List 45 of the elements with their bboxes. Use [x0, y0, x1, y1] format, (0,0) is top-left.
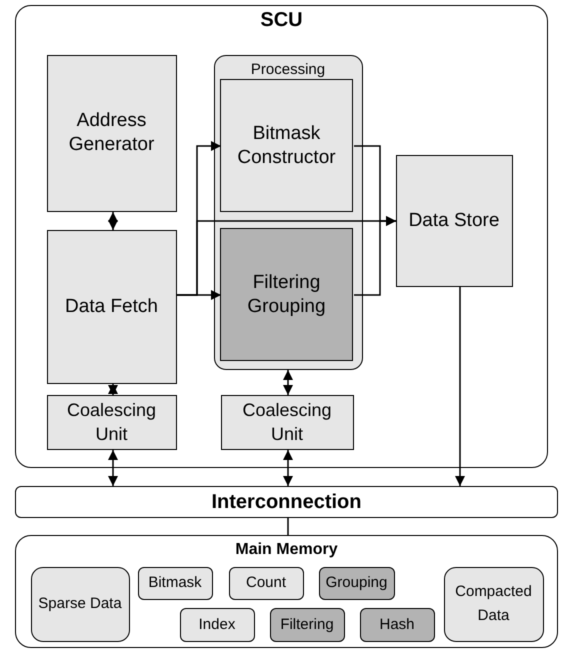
data-block: [318, 566, 394, 600]
node-label: Filtering: [280, 614, 334, 634]
module-box: [46, 394, 176, 450]
connector-arrow: [108, 212, 118, 230]
node-label: Grouping: [326, 573, 388, 593]
interconnect-bar: [15, 486, 558, 518]
node-label: Bitmask: [148, 573, 202, 593]
node-label: Coalescing Unit: [66, 399, 158, 446]
data-block: [180, 608, 254, 642]
data-block: [228, 566, 304, 600]
module-box: [396, 154, 512, 286]
node-label: Bitmask Constructor: [236, 122, 337, 170]
connector-arrow: [283, 450, 293, 486]
node-label: Processing: [250, 60, 326, 80]
connector-arrow: [283, 370, 293, 395]
module-box: [46, 230, 176, 384]
module-box: [46, 54, 176, 212]
connector-arrow: [108, 384, 118, 395]
memory-container: [15, 535, 558, 648]
node-label: Interconnection: [211, 490, 362, 514]
connector-arrow: [455, 287, 465, 486]
node-label: Data Fetch: [65, 294, 158, 318]
data-block: [270, 608, 344, 642]
processing-group: [214, 54, 362, 370]
node-label: Filtering Grouping: [246, 270, 327, 318]
node-label: SCU: [260, 8, 303, 32]
node-label: Coalescing Unit: [241, 399, 333, 446]
data-block: [444, 566, 544, 642]
connector-arrow: [354, 216, 396, 296]
connector-arrow: [108, 450, 118, 486]
module-box: [220, 394, 354, 450]
module-box: [220, 79, 353, 212]
node-label: Data Store: [408, 208, 500, 232]
node-label: Compacted Data: [454, 582, 533, 626]
node-label: Count: [246, 573, 286, 593]
node-label: Address Generator: [68, 109, 156, 157]
data-block: [30, 566, 130, 642]
node-label: Main Memory: [235, 540, 338, 560]
node-label: Index: [198, 614, 236, 634]
data-block: [360, 608, 434, 642]
data-block: [138, 566, 212, 600]
module-box: [220, 228, 353, 361]
node-label: Sparse Data: [38, 594, 122, 614]
scu-container: [15, 5, 548, 468]
node-label: Hash: [379, 614, 415, 634]
